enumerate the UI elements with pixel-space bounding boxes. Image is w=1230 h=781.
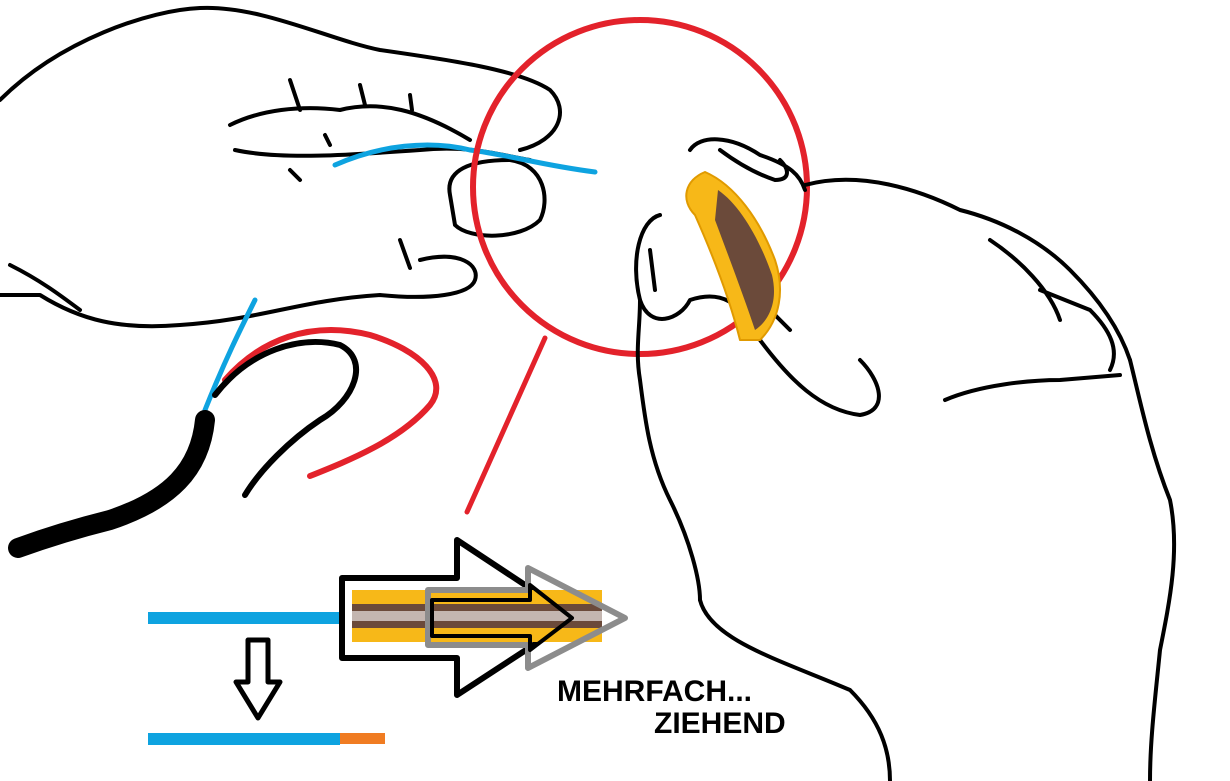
red-wire	[222, 327, 440, 479]
label-ziehend: ZIEHEND	[654, 707, 786, 740]
left-hand-outline	[0, 5, 562, 329]
stripping-tool	[685, 171, 781, 341]
black-cable	[212, 339, 360, 498]
down-arrow	[233, 637, 283, 721]
highlight-circle	[470, 17, 810, 357]
blue-wire	[202, 142, 598, 413]
wire-before	[148, 612, 386, 624]
wire-after	[148, 733, 385, 745]
right-hand-outline	[634, 137, 1177, 781]
pull-arrow-small	[425, 565, 628, 671]
black-cable-sheath	[8, 410, 215, 558]
label-mehrfach: MEHRFACH...	[557, 675, 752, 708]
pointer-line	[464, 335, 548, 515]
